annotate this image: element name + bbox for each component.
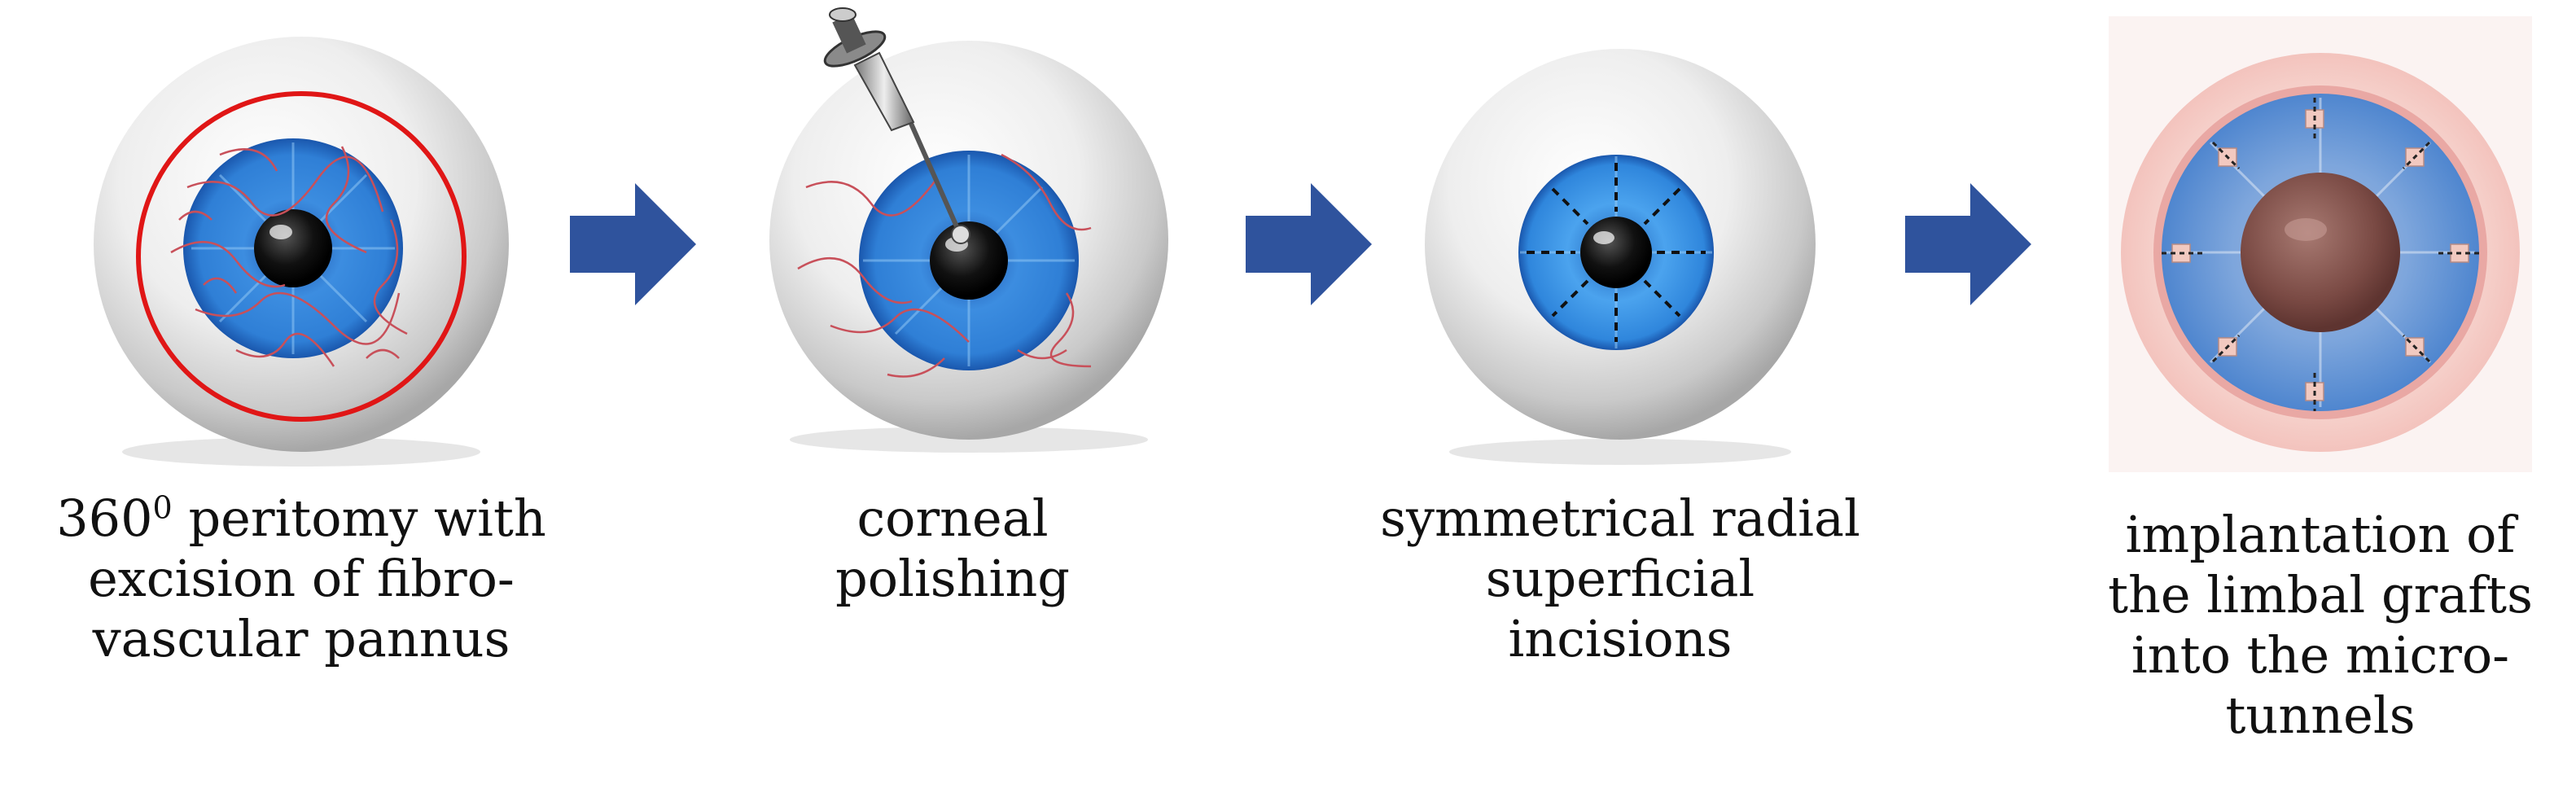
step-4-caption: implantation of the limbal grafts into t… — [2068, 505, 2573, 746]
caption-line: incisions — [1508, 609, 1733, 668]
caption-line: polishing — [835, 549, 1070, 608]
caption-line: symmetrical radial — [1380, 488, 1860, 548]
step-3-caption: symmetrical radial superficial incisions — [1335, 488, 1905, 669]
polishing-burr-icon — [823, 7, 970, 244]
caption-line: tunnels — [2225, 686, 2416, 745]
eye-with-peritomy-ring-icon — [94, 37, 509, 467]
caption-line: excision of fibro- — [88, 549, 515, 608]
eye-with-limbal-grafts-icon — [2109, 16, 2532, 472]
right-arrow-icon — [1905, 183, 2031, 305]
step-1-caption: 3600 peritomy with excision of fibro- va… — [8, 488, 594, 669]
caption-line: into the micro- — [2131, 625, 2510, 685]
degree-superscript: 0 — [152, 489, 173, 526]
caption-line: vascular pannus — [92, 609, 510, 668]
right-arrow-icon — [570, 183, 696, 305]
caption-line: corneal — [856, 488, 1049, 548]
caption-line: implantation of — [2125, 505, 2516, 564]
right-arrow-icon — [1246, 183, 1372, 305]
eye-with-radial-incisions-icon — [1425, 49, 1816, 465]
step-2-caption: corneal polishing — [725, 488, 1181, 609]
caption-line: 3600 peritomy with — [56, 488, 546, 548]
caption-line: superficial — [1485, 549, 1755, 608]
caption-line: the limbal grafts — [2108, 565, 2533, 624]
eye-with-polishing-burr-icon — [769, 7, 1168, 453]
